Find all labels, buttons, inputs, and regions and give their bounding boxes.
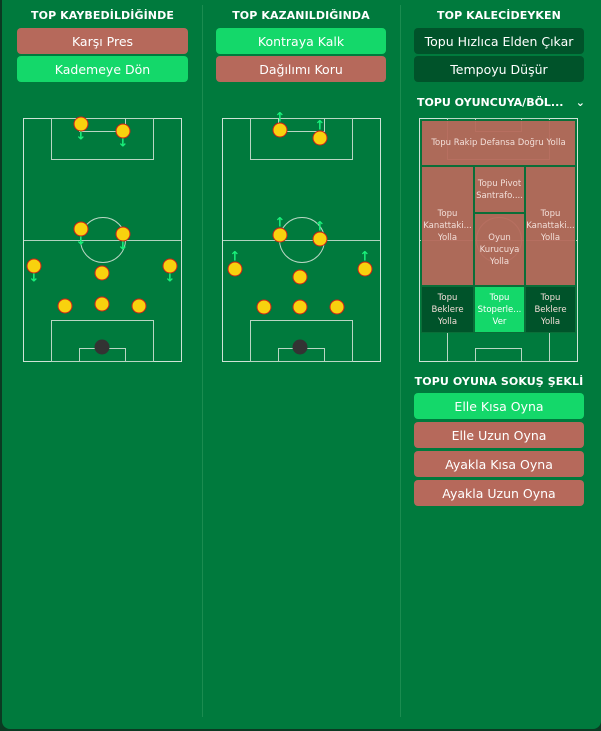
roll-short-button[interactable]: Elle Kısa Oyna (414, 393, 584, 419)
counter-button[interactable]: Kontraya Kalk (216, 28, 386, 54)
player-marker (272, 122, 288, 138)
player-marker (292, 299, 308, 315)
player-marker (272, 227, 288, 243)
throw-long-button[interactable]: Elle Uzun Oyna (414, 422, 584, 448)
distribution-title: TOPU OYUNA SOKUŞ ŞEKLİ (414, 375, 584, 388)
arrow-down-icon: ↓ (164, 270, 176, 286)
player-marker (73, 116, 89, 132)
player-marker (26, 258, 42, 274)
goalkeeper-title: TOP KALECİDEYKEN (437, 9, 561, 22)
player-marker (94, 265, 110, 281)
player-marker (256, 299, 272, 315)
arrow-up-icon: ↑ (314, 219, 326, 235)
zone-fullback-left[interactable]: Topu Beklere Yolla (421, 286, 474, 333)
chevron-down-icon: ⌄ (575, 96, 585, 109)
possession-won-title: TOP KAZANILDIĞINDA (232, 9, 370, 22)
zone-pivot[interactable]: Topu Pivot Santrafo.... (474, 166, 525, 213)
player-marker (115, 123, 131, 139)
arrow-up-icon: ↑ (274, 215, 286, 231)
kick-long-button[interactable]: Ayakla Uzun Oyna (414, 480, 584, 506)
hold-shape-button[interactable]: Dağılımı Koru (216, 56, 386, 82)
zone-left[interactable]: Topu Kanattaki... Yolla (421, 166, 474, 286)
regroup-button[interactable]: Kademeye Dön (17, 56, 188, 82)
goalkeeper-marker (292, 339, 308, 355)
arrow-down-icon: ↓ (117, 135, 129, 151)
dropdown-label: TOPU OYUNCUYA/BÖL... (417, 96, 564, 109)
player-marker (227, 261, 243, 277)
slow-pace-button[interactable]: Tempoyu Düşür (414, 56, 584, 82)
distribute-quickly-button[interactable]: Topu Hızlıca Elden Çıkar (414, 28, 584, 54)
arrow-down-icon: ↓ (117, 238, 129, 254)
arrow-down-icon: ↓ (75, 128, 87, 144)
divider (202, 5, 203, 717)
zone-fullback-right[interactable]: Topu Beklere Yolla (525, 286, 576, 333)
player-marker (57, 298, 73, 314)
player-marker (115, 226, 131, 242)
player-marker (162, 258, 178, 274)
arrow-up-icon: ↑ (274, 110, 286, 126)
player-marker (94, 296, 110, 312)
arrow-up-icon: ↑ (314, 118, 326, 134)
arrow-up-icon: ↑ (229, 249, 241, 265)
goalkeeper-marker (94, 339, 110, 355)
player-marker (292, 269, 308, 285)
goal-box (475, 348, 522, 362)
divider (400, 5, 401, 717)
player-marker (312, 231, 328, 247)
zone-centre-back[interactable]: Topu Stoperle... Ver (474, 286, 525, 333)
zone-right[interactable]: Topu Kanattaki... Yolla (525, 166, 576, 286)
arrow-up-icon: ↑ (359, 249, 371, 265)
pass-short-button[interactable]: Ayakla Kısa Oyna (414, 451, 584, 477)
zone-top[interactable]: Topu Rakip Defansa Doğru Yolla (421, 120, 576, 166)
arrow-down-icon: ↓ (75, 233, 87, 249)
distribute-to-dropdown[interactable]: TOPU OYUNCUYA/BÖL... ⌄ (417, 96, 585, 109)
in-possession-lost-title: TOP KAYBEDİLDİĞİNDE (31, 9, 174, 22)
arrow-down-icon: ↓ (28, 270, 40, 286)
player-marker (312, 130, 328, 146)
player-marker (131, 298, 147, 314)
player-marker (73, 221, 89, 237)
player-marker (329, 299, 345, 315)
counter-press-button[interactable]: Karşı Pres (17, 28, 188, 54)
zone-playmaker[interactable]: Oyun Kurucuya Yolla (474, 213, 525, 286)
player-marker (357, 261, 373, 277)
